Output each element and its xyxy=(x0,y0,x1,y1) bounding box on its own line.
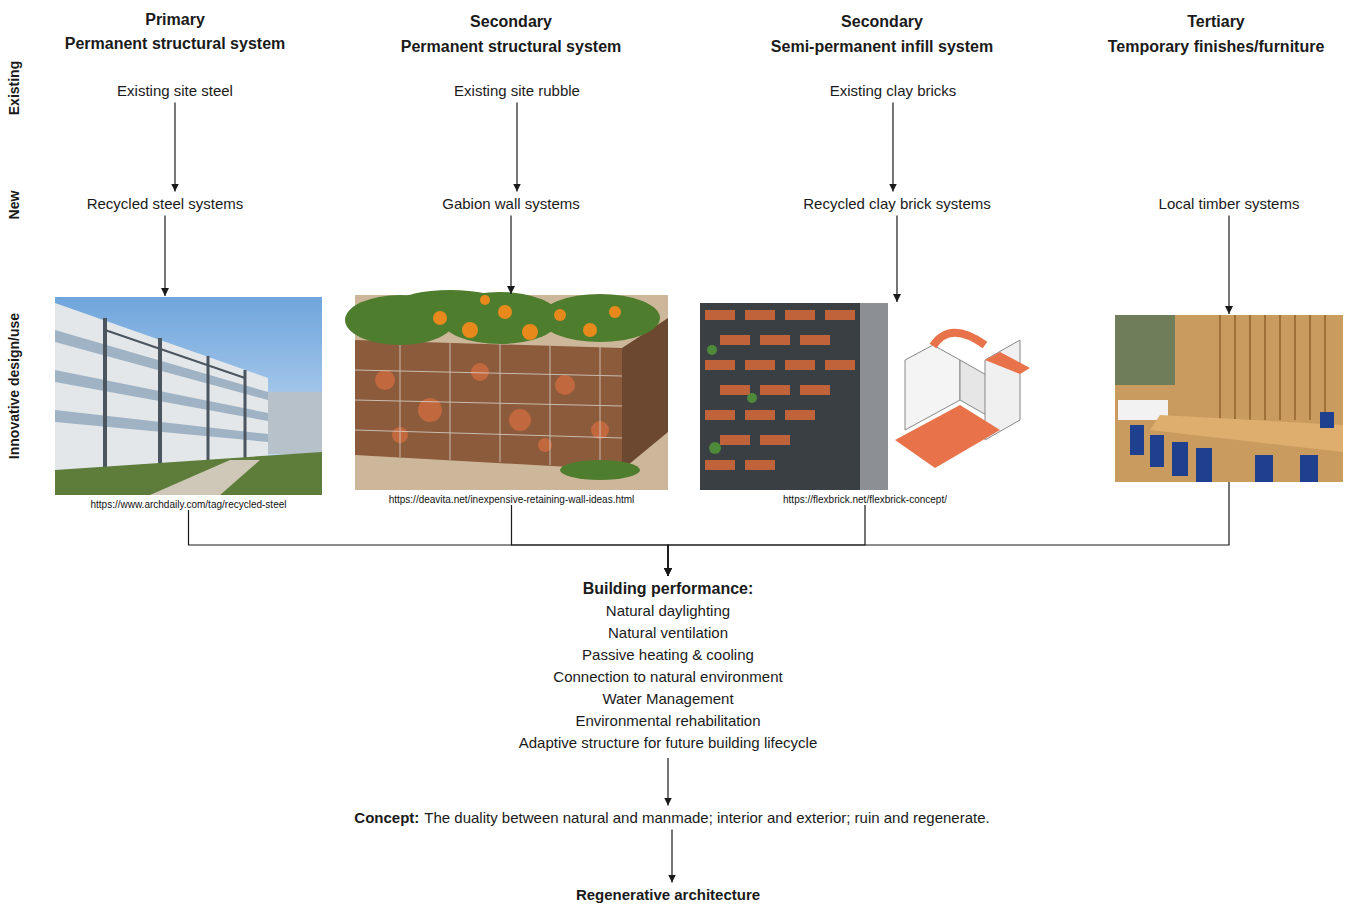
node-text: Regenerative architecture xyxy=(576,886,760,903)
concept-line: Concept: The duality between natural and … xyxy=(350,807,993,828)
node-text: Gabion wall systems xyxy=(442,195,580,212)
row-heading: New xyxy=(6,191,22,220)
column-heading: Secondary xyxy=(470,13,552,31)
node-text: Recycled steel systems xyxy=(87,195,244,212)
node-text: Existing site steel xyxy=(117,82,233,99)
node-text: https://flexbrick.net/flexbrick-concept/ xyxy=(700,490,1030,505)
node-text: https://www.archdaily.com/tag/recycled-s… xyxy=(55,495,322,510)
steel-building-photo xyxy=(55,297,322,495)
node-text: Environmental rehabilitation xyxy=(519,710,817,732)
node-text: Water Management xyxy=(519,688,817,710)
flow-arrow xyxy=(896,216,897,303)
image-panel xyxy=(1115,315,1343,482)
flow-arrow xyxy=(174,103,175,192)
flow-arrow xyxy=(189,510,668,576)
row-heading: Existing xyxy=(6,61,22,115)
existing-material: Existing clay bricks xyxy=(826,80,961,101)
image-panel: https://www.archdaily.com/tag/recycled-s… xyxy=(55,297,322,510)
new-system: Recycled steel systems xyxy=(83,193,248,214)
node-text: The duality between natural and manmade;… xyxy=(424,809,989,826)
column-heading: Permanent structural system xyxy=(65,35,286,53)
performance-block: Building performance:Natural daylighting… xyxy=(513,576,823,756)
node-text: Existing clay bricks xyxy=(830,82,957,99)
outcome-label: Regenerative architecture xyxy=(572,884,764,905)
new-system: Local timber systems xyxy=(1155,193,1304,214)
node-text: Local timber systems xyxy=(1159,195,1300,212)
column-heading: Permanent structural system xyxy=(401,38,622,56)
flow-arrow xyxy=(1228,216,1229,315)
flow-arrow xyxy=(892,103,893,192)
node-text: Connection to natural environment xyxy=(519,666,817,688)
existing-material: Existing site steel xyxy=(113,80,237,101)
row-heading: Innovative design/use xyxy=(6,313,22,459)
node-text: Natural ventilation xyxy=(519,622,817,644)
column-heading: Temporary finishes/furniture xyxy=(1108,38,1325,56)
flow-arrow xyxy=(667,758,668,806)
flow-arrow xyxy=(164,216,165,297)
flow-arrow xyxy=(671,830,672,883)
image-panel: https://flexbrick.net/flexbrick-concept/ xyxy=(700,303,1030,505)
flow-arrow xyxy=(510,216,511,295)
column-heading: Secondary xyxy=(841,13,923,31)
node-text: Natural daylighting xyxy=(519,600,817,622)
flow-arrow xyxy=(516,103,517,192)
gabion-wall-photo xyxy=(345,290,668,490)
image-panel: https://deavita.net/inexpensive-retainin… xyxy=(355,295,668,505)
node-text: Existing site rubble xyxy=(454,82,580,99)
timber-interior-photo xyxy=(1115,315,1343,482)
heading-text: Building performance: xyxy=(519,578,817,600)
brick-screen-photo xyxy=(700,303,1032,490)
node-text: Adaptive structure for future building l… xyxy=(519,732,817,754)
column-heading: Primary xyxy=(145,11,205,29)
heading-text: Concept: xyxy=(354,809,419,826)
node-text: https://deavita.net/inexpensive-retainin… xyxy=(355,490,668,505)
flow-arrow xyxy=(512,505,668,576)
flow-arrow xyxy=(668,482,1229,576)
new-system: Gabion wall systems xyxy=(438,193,584,214)
flow-arrow xyxy=(668,505,865,576)
new-system: Recycled clay brick systems xyxy=(799,193,995,214)
existing-material: Existing site rubble xyxy=(450,80,584,101)
node-text: Passive heating & cooling xyxy=(519,644,817,666)
column-heading: Tertiary xyxy=(1187,13,1245,31)
column-heading: Semi-permanent infill system xyxy=(771,38,993,56)
node-text: Recycled clay brick systems xyxy=(803,195,991,212)
